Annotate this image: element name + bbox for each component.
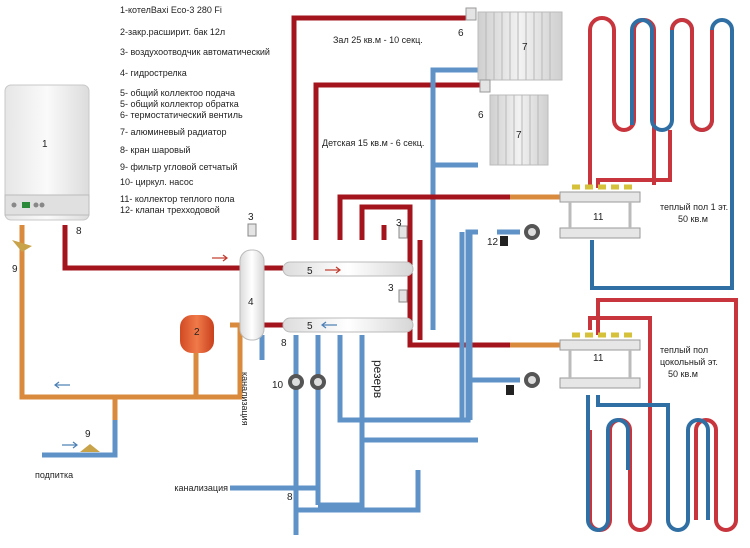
- legend-item: 9- фильтр угловой сетчатый: [120, 162, 238, 172]
- floor1-supply-pipe: [337, 194, 510, 240]
- supply-manifold: 5: [282, 261, 414, 277]
- boiler-return-pipe: [19, 225, 243, 400]
- filter-icon: [80, 444, 100, 452]
- boiler: 1: [4, 84, 90, 221]
- vent-number: 3: [396, 218, 402, 229]
- hall-supply-pipe: [291, 15, 468, 240]
- floor-manifold-2-number: 11: [593, 353, 604, 364]
- basement-label-line2: цокольный эт.: [660, 357, 718, 367]
- separator-number: 4: [248, 297, 254, 308]
- floor-manifold-1-number: 11: [593, 212, 604, 223]
- ball-valve-number: 8: [287, 492, 293, 503]
- radiator-kids-number: 7: [516, 130, 522, 141]
- filter-number: 9: [12, 264, 18, 275]
- legend-item: 2-закр.расширит. бак 12л: [120, 27, 226, 37]
- air-vent-icon: [247, 223, 408, 303]
- room-label-hall: Зал 25 кв.м - 10 секц.: [333, 35, 423, 45]
- thermo-valve-number: 6: [478, 110, 484, 121]
- three-way-valve-icon: [500, 236, 508, 246]
- basement-label-line1: теплый пол: [660, 345, 708, 355]
- boiler-number: 1: [42, 139, 48, 150]
- radiator-return-pipe: [430, 67, 478, 330]
- legend-item: 11- коллектор теплого пола: [120, 194, 235, 204]
- ball-valve-number: 8: [281, 338, 287, 349]
- legend-item: 12- клапан трехходовой: [120, 205, 220, 215]
- legend-item: 1-котелBaxi Eco-3 280 Fi: [120, 5, 222, 15]
- legend-item: 7- алюминевый радиатор: [120, 127, 227, 137]
- legend-item: 6- термостатический вентиль: [120, 110, 243, 120]
- supply-manifold-number: 5: [307, 266, 313, 277]
- room-label-kids: Детская 15 кв.м - 6 секц.: [322, 138, 424, 148]
- vent-number: 3: [248, 212, 254, 223]
- hydraulic-separator: 4: [239, 249, 265, 341]
- floor-manifold-1: 11: [559, 184, 641, 239]
- floor-loop-first-floor: [588, 16, 734, 290]
- radiator-kids: 7: [489, 94, 549, 166]
- makeup-pipe: [42, 397, 118, 458]
- makeup-label: подпитка: [35, 470, 73, 480]
- boiler-supply-pipe: [62, 225, 245, 271]
- reserve-label: резерв: [371, 360, 385, 398]
- legend-item: 5- общий коллектоо подача: [120, 88, 235, 98]
- sewer-label: канализация: [174, 483, 228, 493]
- filter-icon: [12, 240, 32, 252]
- return-manifold: 5: [282, 317, 414, 333]
- floor1-label-line1: теплый пол 1 эт.: [660, 202, 728, 212]
- thermostatic-valve-icon: [479, 79, 491, 93]
- kids-supply-pipe: [313, 82, 483, 240]
- three-way-number: 12: [487, 237, 499, 248]
- floor-loop-basement: [586, 298, 738, 532]
- return-manifold-number: 5: [307, 321, 313, 332]
- vent-number: 3: [388, 283, 394, 294]
- sewer-vertical-label: канализация: [240, 372, 250, 426]
- thermostatic-valve-icon: [465, 7, 477, 21]
- legend-item: 8- кран шаровый: [120, 145, 191, 155]
- thermo-valve-number: 6: [458, 28, 464, 39]
- three-way-valve-icon: [506, 385, 514, 395]
- ball-valve-number: 8: [76, 226, 82, 237]
- basement-label-line3: 50 кв.м: [668, 369, 698, 379]
- filter-number: 9: [85, 429, 91, 440]
- legend-item: 5- общий коллектор обратка: [120, 99, 239, 109]
- legend-item: 3- воздухоотводчик автоматический: [120, 47, 270, 57]
- pump-icon: [288, 224, 540, 390]
- radiator-hall-number: 7: [522, 42, 528, 53]
- expansion-tank: 2: [180, 315, 214, 353]
- pump-number: 10: [272, 380, 284, 391]
- legend-item: 10- циркул. насос: [120, 177, 194, 187]
- floor1-label-line2: 50 кв.м: [678, 214, 708, 224]
- legend-item: 4- гидрострелка: [120, 68, 187, 78]
- tank-number: 2: [194, 327, 200, 338]
- radiator-hall: 7: [477, 11, 563, 81]
- floor-manifold-2: 11: [559, 332, 641, 389]
